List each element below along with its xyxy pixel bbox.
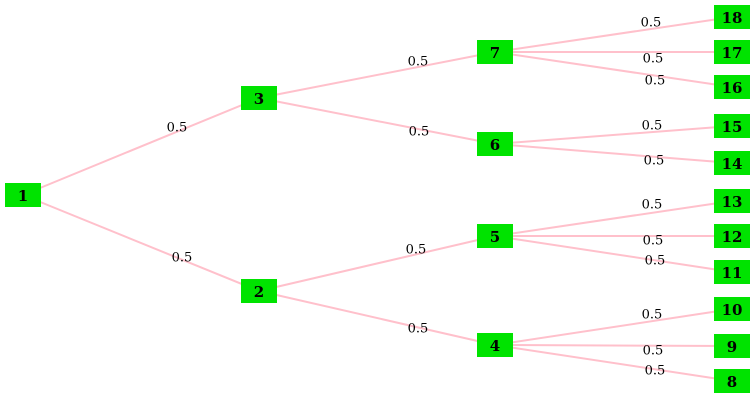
node-box[interactable]: [5, 183, 41, 207]
node-label: 6: [490, 136, 500, 154]
tree-node-3[interactable]: 3: [241, 86, 277, 110]
edge-7-18: [494, 16, 733, 53]
edge-weight-label-3-7: 0.5: [408, 55, 429, 70]
node-box[interactable]: [714, 369, 750, 393]
node-label: 4: [490, 337, 500, 355]
edge-1-2: [22, 194, 260, 292]
node-label: 12: [722, 228, 743, 246]
node-box[interactable]: [714, 260, 750, 284]
tree-node-14[interactable]: 14: [714, 151, 750, 175]
tree-node-13[interactable]: 13: [714, 189, 750, 213]
node-label: 13: [722, 193, 743, 211]
tree-node-17[interactable]: 17: [714, 40, 750, 64]
edge-7-16: [494, 51, 733, 88]
tree-node-9[interactable]: 9: [714, 334, 750, 358]
tree-node-10[interactable]: 10: [714, 297, 750, 321]
node-label: 10: [722, 301, 743, 319]
tree-node-1[interactable]: 1: [5, 183, 41, 207]
node-box[interactable]: [241, 279, 277, 303]
edge-5-11: [494, 235, 733, 273]
node-box[interactable]: [714, 5, 750, 29]
edge-6-15: [494, 125, 733, 145]
edge-weight-label-4-9: 0.5: [643, 344, 664, 359]
node-label: 15: [722, 118, 743, 136]
tree-node-12[interactable]: 12: [714, 224, 750, 248]
node-label: 11: [722, 264, 743, 282]
edge-weight-label-2-5: 0.5: [406, 243, 427, 258]
tree-node-16[interactable]: 16: [714, 75, 750, 99]
edge-4-9: [494, 344, 733, 347]
node-box[interactable]: [477, 132, 513, 156]
edge-weight-label-7-17: 0.5: [643, 52, 664, 67]
edge-1-3: [22, 97, 260, 196]
node-label: 18: [722, 9, 743, 27]
edge-4-10: [494, 308, 733, 346]
node-box[interactable]: [714, 114, 750, 138]
node-label: 5: [490, 228, 500, 246]
node-box[interactable]: [241, 86, 277, 110]
tree-node-11[interactable]: 11: [714, 260, 750, 284]
edge-weight-label-4-10: 0.5: [642, 308, 663, 323]
tree-node-6[interactable]: 6: [477, 132, 513, 156]
node-box[interactable]: [714, 297, 750, 321]
node-label: 14: [722, 155, 743, 173]
edge-weight-label-5-13: 0.5: [642, 198, 663, 213]
edge-label-layer: 0.5 0.5 0.5 0.5 0.5 0.5 0.5 0.5 0.5 0.5 0.5 0.5 0.5 0…: [167, 16, 666, 379]
edge-6-14: [494, 143, 733, 164]
edge-weight-label-3-6: 0.5: [409, 125, 430, 140]
edge-5-13: [494, 200, 733, 237]
tree-node-15[interactable]: 15: [714, 114, 750, 138]
edge-layer: [22, 16, 733, 382]
node-label: 16: [722, 79, 743, 97]
node-box[interactable]: [477, 40, 513, 64]
tree-node-4[interactable]: 4: [477, 333, 513, 357]
tree-node-2[interactable]: 2: [241, 279, 277, 303]
node-label: 17: [722, 44, 743, 62]
node-label: 7: [490, 44, 500, 62]
edge-2-4: [258, 290, 496, 346]
edge-weight-label-5-11: 0.5: [645, 254, 666, 269]
tree-node-18[interactable]: 18: [714, 5, 750, 29]
edge-weight-label-1-2: 0.5: [172, 251, 193, 266]
tree-node-8[interactable]: 8: [714, 369, 750, 393]
edge-2-5: [258, 235, 496, 292]
node-box[interactable]: [714, 75, 750, 99]
node-label: 2: [254, 283, 264, 301]
tree-node-7[interactable]: 7: [477, 40, 513, 64]
edge-weight-label-7-18: 0.5: [641, 16, 662, 31]
node-box[interactable]: [477, 333, 513, 357]
node-label: 8: [727, 373, 737, 391]
node-box[interactable]: [714, 334, 750, 358]
edge-weight-label-5-12: 0.5: [643, 234, 664, 249]
edge-3-6: [258, 97, 496, 145]
node-label: 9: [727, 338, 737, 356]
node-box[interactable]: [714, 40, 750, 64]
node-box[interactable]: [714, 151, 750, 175]
node-box[interactable]: [477, 224, 513, 248]
edge-weight-label-2-4: 0.5: [408, 322, 429, 337]
edge-4-8: [494, 344, 733, 382]
edge-weight-label-6-14: 0.5: [644, 154, 665, 169]
edge-weight-label-6-15: 0.5: [642, 119, 663, 134]
edge-weight-label-7-16: 0.5: [645, 74, 666, 89]
edge-weight-label-4-8: 0.5: [645, 364, 666, 379]
node-box[interactable]: [714, 189, 750, 213]
tree-node-5[interactable]: 5: [477, 224, 513, 248]
edge-3-7: [258, 51, 496, 99]
edge-weight-label-1-3: 0.5: [167, 121, 188, 136]
node-label: 3: [254, 90, 264, 108]
node-label: 1: [18, 187, 28, 205]
node-box[interactable]: [714, 224, 750, 248]
